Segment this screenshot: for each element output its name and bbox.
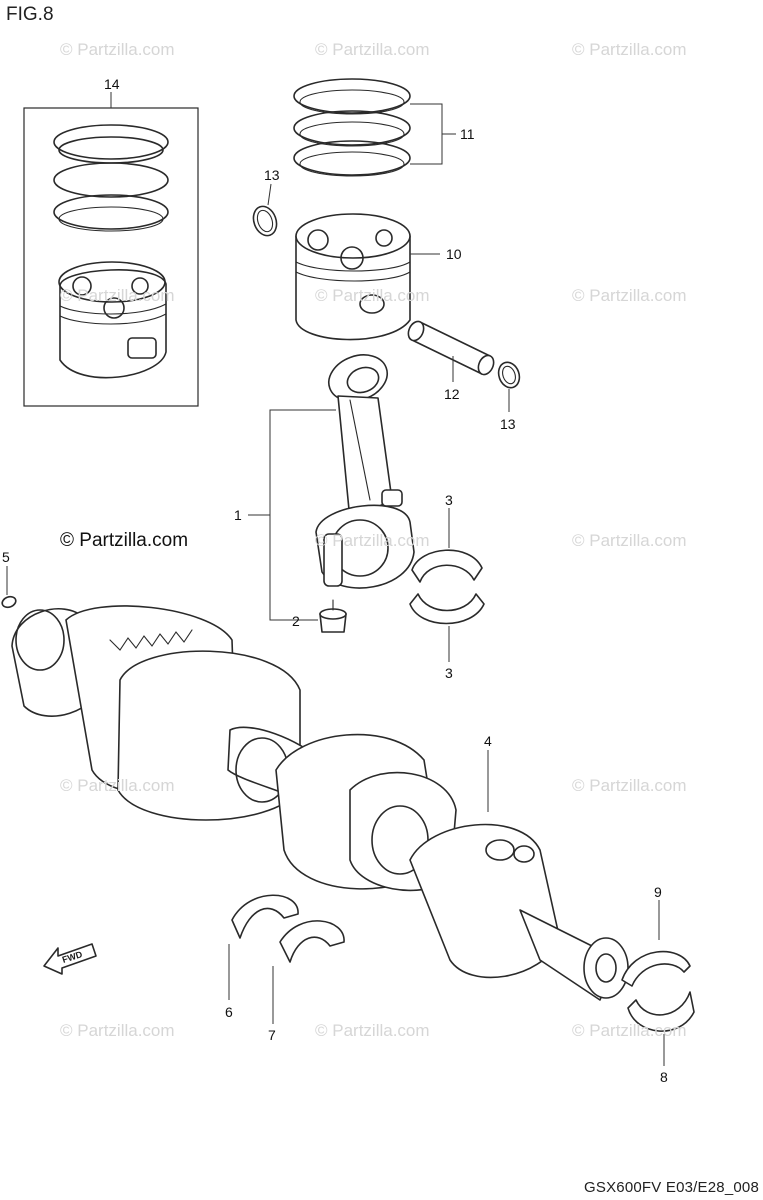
watermark: © Partzilla.com [60, 776, 175, 795]
callout-5: 5 [2, 549, 10, 565]
copyright-notice: © Partzilla.com [60, 530, 189, 551]
callout-10: 10 [446, 246, 462, 262]
circlip-lower [497, 361, 521, 389]
callout-4: 4 [484, 733, 492, 749]
dowel-pin [1, 595, 17, 609]
watermark: © Partzilla.com [60, 286, 175, 305]
watermark: © Partzilla.com [315, 286, 430, 305]
watermark: © Partzilla.com [572, 1021, 687, 1040]
callout-1: 1 [234, 507, 242, 523]
main-bearing-lower [627, 991, 695, 1032]
main-bearing-upper [621, 950, 691, 987]
callout-8: 8 [660, 1069, 668, 1085]
rod-bearing-lower [409, 593, 485, 625]
piston-kit-piston [58, 261, 167, 379]
callout-3-upper: 3 [445, 492, 453, 508]
watermark: © Partzilla.com [315, 1021, 430, 1040]
crank-bearing-6 [231, 894, 299, 939]
piston-kit-box [23, 107, 199, 407]
watermark: © Partzilla.com [572, 40, 687, 59]
figure-label: FIG.8 [6, 4, 54, 25]
connecting-rod [315, 354, 415, 589]
piston [295, 213, 411, 341]
watermark: © Partzilla.com [572, 776, 687, 795]
rod-bearing-upper [411, 549, 483, 583]
watermark: © Partzilla.com [315, 40, 430, 59]
callout-11: 11 [460, 126, 475, 142]
callout-6: 6 [225, 1004, 233, 1020]
callout-7: 7 [268, 1027, 276, 1043]
watermark: © Partzilla.com [60, 1021, 175, 1040]
piston-kit-rings [53, 124, 169, 232]
watermark: © Partzilla.com [572, 531, 687, 550]
callout-2: 2 [292, 613, 300, 629]
callout-9: 9 [654, 884, 662, 900]
callout-13-upper: 13 [264, 167, 280, 183]
crankshaft [11, 605, 629, 1001]
callout-14: 14 [104, 76, 120, 92]
circlip-upper [252, 205, 278, 237]
piston-pin [407, 320, 495, 376]
callout-13-lower: 13 [500, 416, 516, 432]
watermark: © Partzilla.com [60, 40, 175, 59]
callout-3-lower: 3 [445, 665, 453, 681]
watermark: © Partzilla.com [572, 286, 687, 305]
document-code: GSX600FV E03/E28_008 [584, 1179, 759, 1196]
fwd-arrow-icon [43, 943, 97, 975]
piston-rings [293, 78, 411, 177]
crank-bearing-7 [279, 920, 345, 963]
callout-12: 12 [444, 386, 460, 402]
rod-nut [319, 599, 347, 633]
watermark: © Partzilla.com [315, 531, 430, 550]
